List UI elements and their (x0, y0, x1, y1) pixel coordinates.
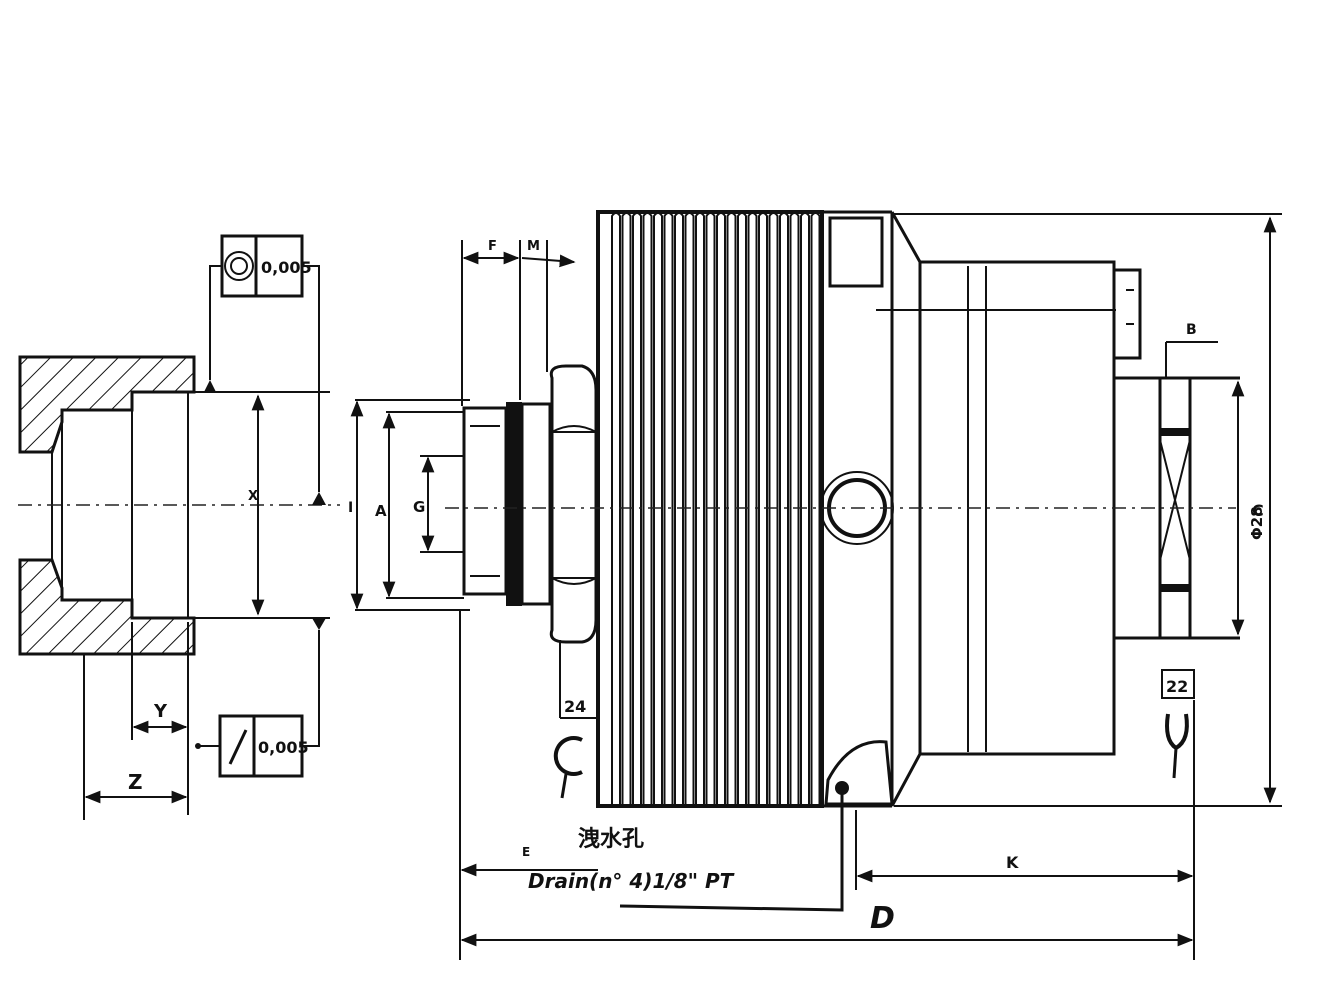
runout-icon (228, 729, 248, 765)
seal-ring (506, 402, 522, 606)
wrench-size-right-label: 22 (1166, 677, 1188, 696)
cooling-fin (695, 212, 705, 806)
drain-port (835, 781, 849, 795)
cooling-fin (663, 212, 674, 806)
cooling-fin (621, 212, 632, 806)
wrench-size-right: 22 (1161, 669, 1195, 779)
concentricity-tolerance-frame: 0,005 (209, 234, 320, 492)
housing-section: X 0,005 0,005 (18, 234, 340, 820)
cooling-fin (737, 212, 747, 806)
drain-label-chinese: 洩水孔 (578, 827, 644, 852)
dim-label-phi28: Φ28 (1248, 506, 1266, 540)
cooling-fin (642, 212, 653, 806)
dim-label-e: E (522, 845, 530, 859)
cooling-fin (779, 212, 789, 806)
dim-label-a: A (375, 502, 387, 520)
dim-label-b: B (1186, 322, 1197, 338)
tolerance-value-concentricity: 0,005 (261, 258, 312, 277)
threaded-spigot (462, 406, 508, 596)
drain-label: Drain(n° 4)1/8" PT (528, 869, 735, 893)
cooling-fin (705, 212, 716, 806)
rear-shaft (1114, 376, 1240, 640)
dim-label-z: Z (128, 770, 143, 794)
cooling-fin (632, 212, 642, 806)
rotary-union: I A G F M (348, 210, 1282, 960)
runout-tolerance-frame: 0,005 (195, 630, 320, 778)
finned-body (596, 210, 894, 808)
wrench-icon (553, 736, 583, 799)
wrench-size-left: 24 (553, 640, 596, 799)
cooling-fin (768, 212, 779, 806)
dim-label-c: C (1252, 501, 1264, 520)
dim-label-g: G (413, 498, 425, 516)
cooling-fin (611, 212, 621, 806)
concentricity-icon (224, 251, 254, 281)
dim-label-f: F (488, 239, 497, 254)
dim-label-k: K (1006, 853, 1019, 872)
housing-wall-bottom (18, 558, 196, 656)
dim-label-i: I (348, 500, 353, 516)
dim-label-d: D (870, 901, 895, 936)
cooling-fin (789, 212, 800, 806)
cooling-fin (747, 212, 758, 806)
cooling-fin (758, 212, 768, 806)
dim-label-m: M (527, 239, 540, 254)
cooling-fin (810, 212, 821, 806)
wrench-size-left-label: 24 (564, 697, 586, 716)
cooling-fin (800, 212, 810, 806)
dim-label-x: X (248, 489, 258, 504)
cooling-fin (726, 212, 737, 806)
cooling-fin (653, 212, 663, 806)
hex-nut (549, 364, 598, 644)
cooling-fin (684, 212, 695, 806)
housing-wall-top (18, 355, 196, 454)
tolerance-value-runout: 0,005 (258, 738, 309, 757)
dim-label-y: Y (153, 701, 168, 722)
cooling-fin (716, 212, 726, 806)
wrench-icon (1165, 713, 1189, 779)
cooling-fin (674, 212, 684, 806)
